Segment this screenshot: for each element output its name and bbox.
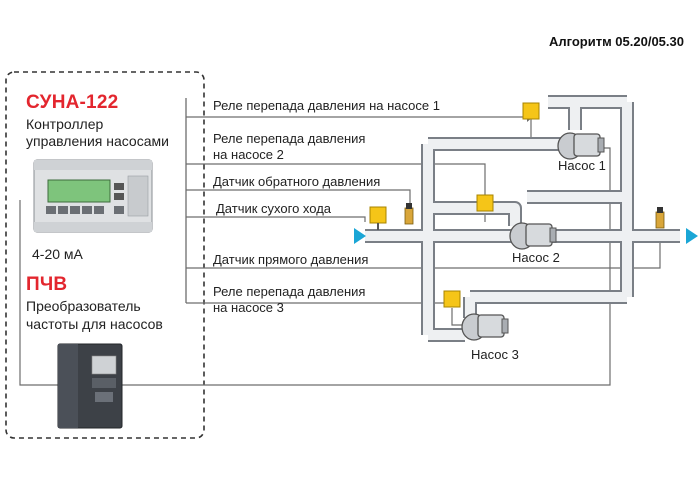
relay-2-label-line2: на насосе 2 [213, 147, 284, 162]
controller-brand: СУНА-122 [26, 92, 119, 113]
pump-2-icon [509, 222, 557, 250]
wire-controller-to-converter [19, 200, 58, 386]
pump-1-icon [557, 132, 605, 160]
controller-desc-line2: управления насосами [26, 133, 169, 149]
outlet-flow-arrow [686, 228, 698, 244]
relay-3-label-line2: на насосе 3 [213, 300, 284, 315]
relay-2-label-line1: Реле перепада давления [213, 131, 366, 146]
converter-desc-line2: частоты для насосов [26, 316, 163, 332]
relay-2-sensor-icon [476, 194, 494, 212]
relay-3-sensor-icon [443, 290, 461, 308]
converter-brand: ПЧВ [26, 274, 68, 295]
wire-pump1-power [603, 147, 611, 236]
wire-relay1-pump [530, 117, 560, 141]
signal-type-label: 4-20 мА [32, 246, 83, 262]
return-pressure-sensor-icon [404, 203, 414, 225]
algorithm-label: Алгоритм 05.20/05.30 [548, 34, 684, 49]
forward-pressure-label: Датчик прямого давления [213, 252, 369, 267]
wire-forward-pressure [186, 236, 661, 269]
controller-device-image [33, 159, 153, 233]
converter-desc-line1: Преобразователь [26, 298, 141, 314]
inlet-flow-arrow [354, 228, 366, 244]
relay-3-label-line1: Реле перепада давления [213, 284, 366, 299]
converter-device-image [57, 343, 123, 429]
pump-1-label: Насос 1 [558, 158, 606, 173]
pump-3-icon [461, 313, 509, 341]
relay-1-label: Реле перепада давления на насосе 1 [213, 98, 440, 113]
wire-converter-to-pumps [122, 268, 611, 386]
wire-relay2 [186, 163, 486, 197]
dry-run-sensor-icon [369, 206, 387, 230]
controller-desc-line1: Контроллер [26, 116, 104, 132]
wire-relay3-pump [451, 308, 464, 326]
forward-pressure-sensor-icon [655, 207, 665, 229]
relay-1-sensor-icon [522, 102, 540, 120]
return-pressure-label: Датчик обратного давления [213, 174, 381, 189]
pump-3-label: Насос 3 [471, 347, 519, 362]
dry-run-label: Датчик сухого хода [216, 201, 332, 216]
pump-2-label: Насос 2 [512, 250, 560, 265]
equipment-dashed-frame [5, 71, 205, 439]
wire-dry-run [186, 216, 366, 222]
